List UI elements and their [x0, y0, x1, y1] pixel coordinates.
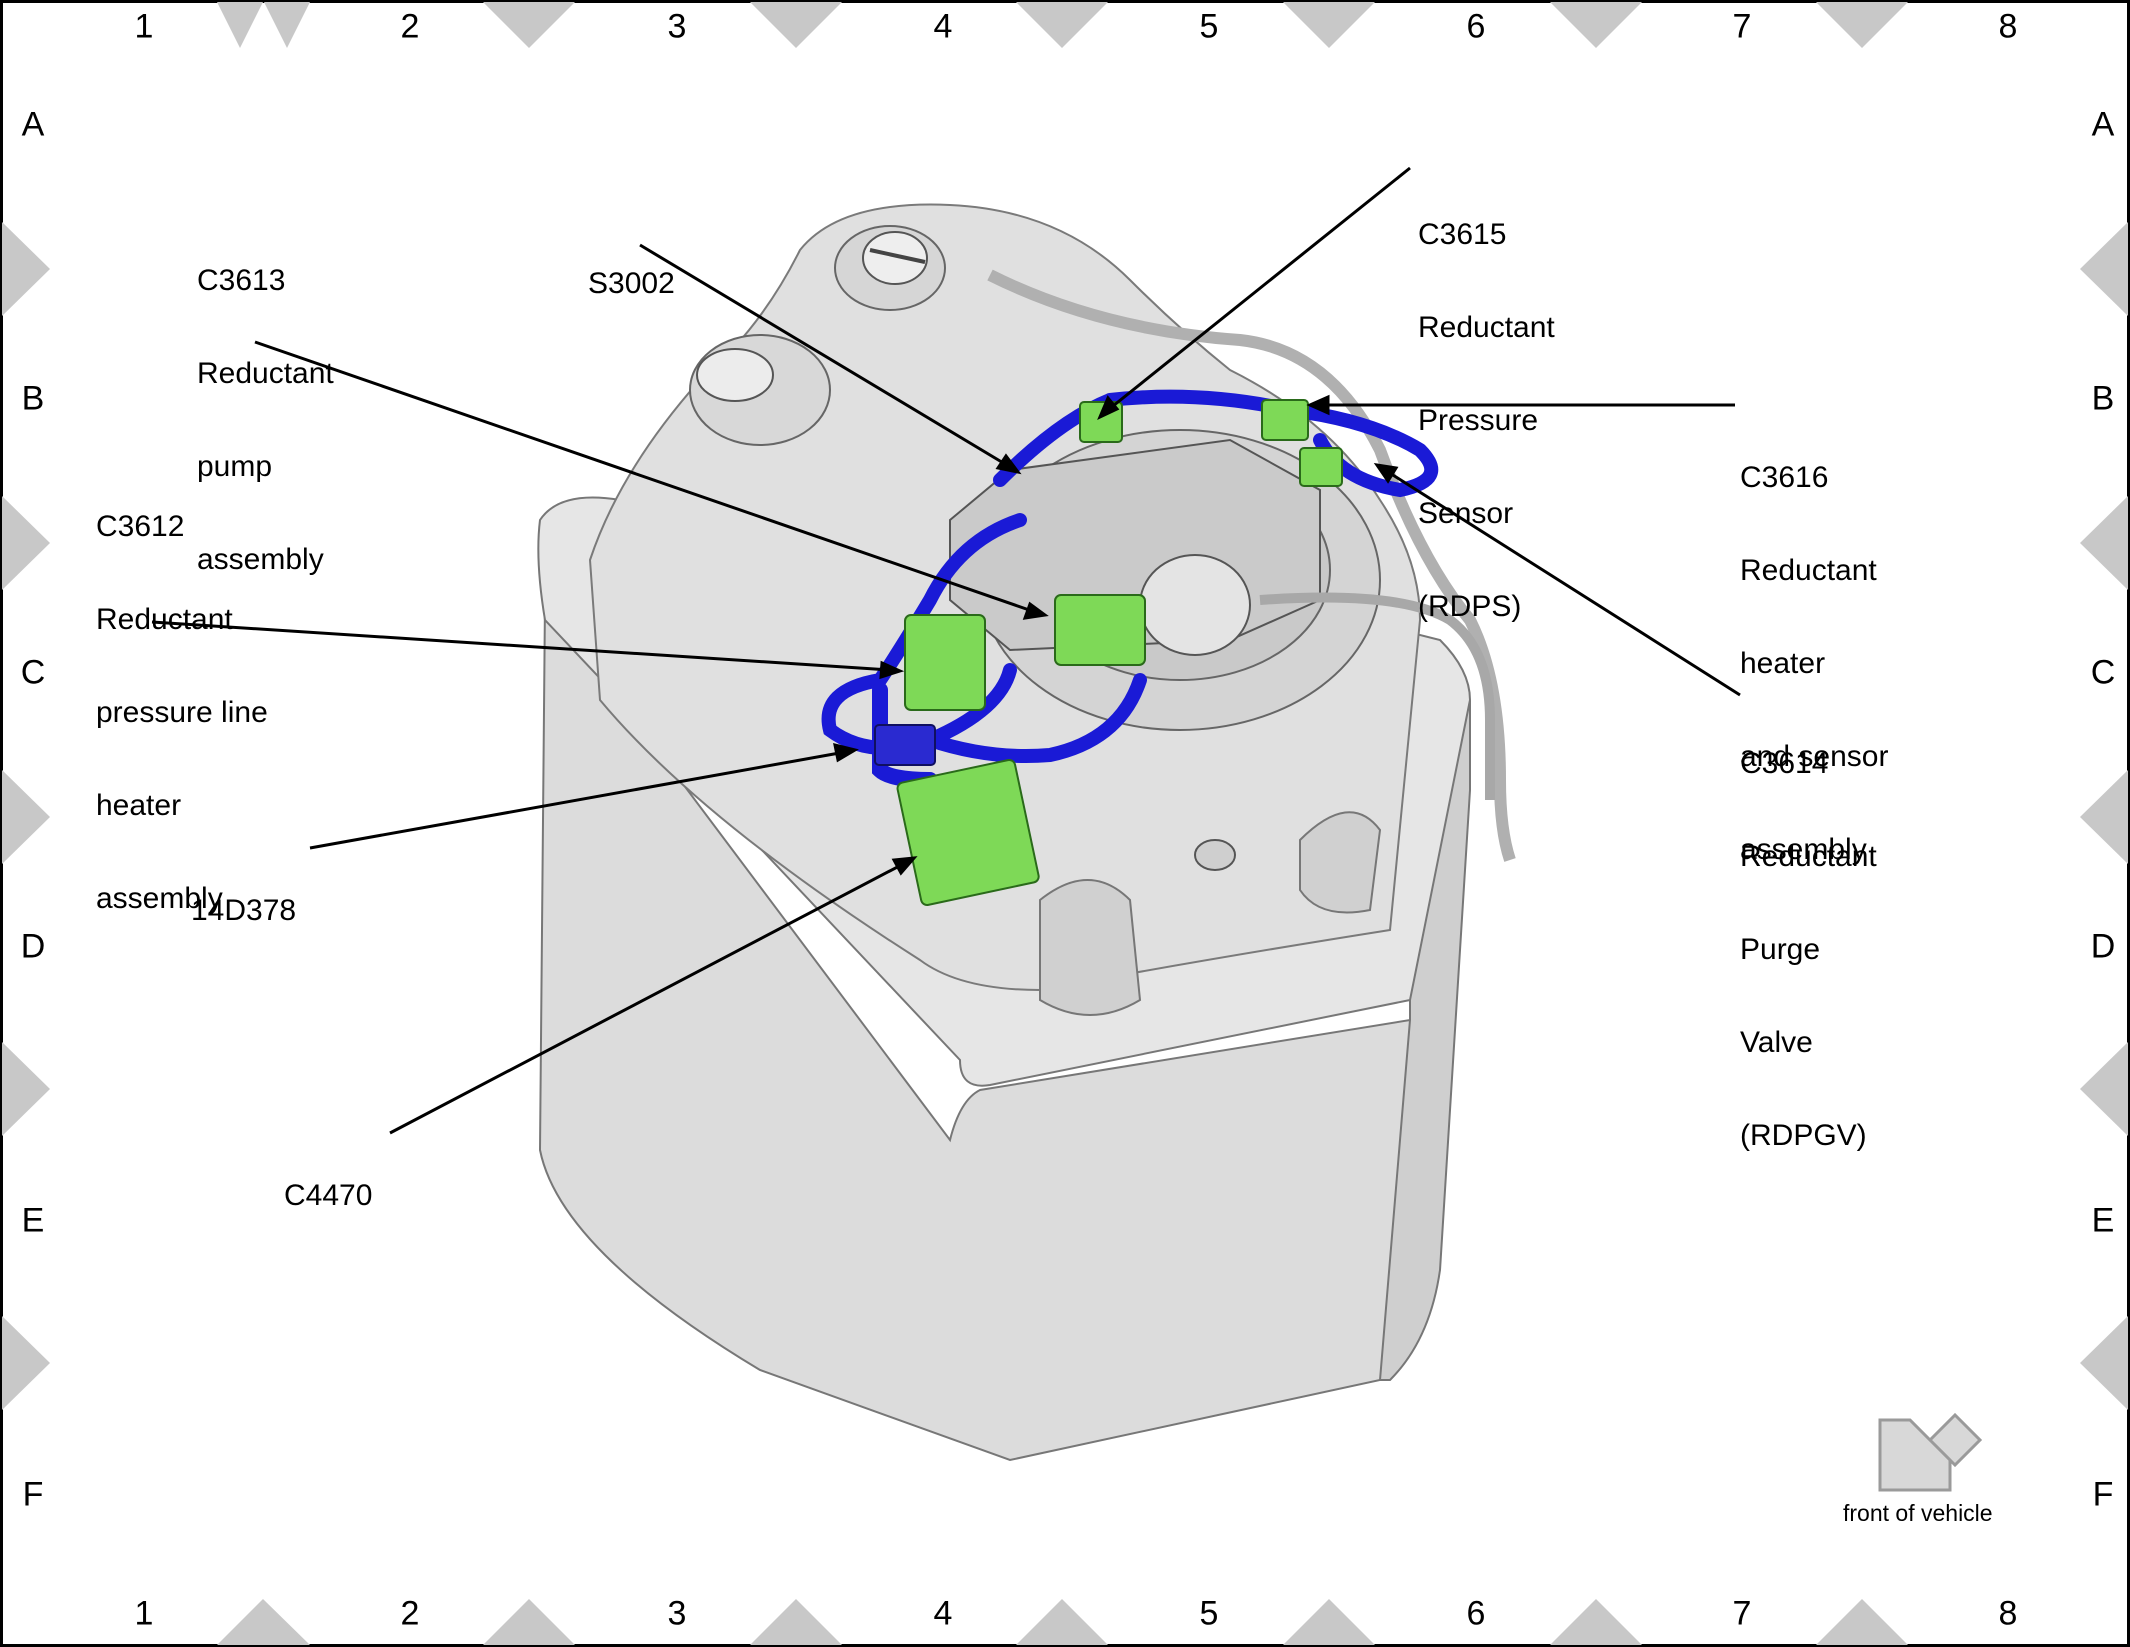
grid-col-7-bottom: 7: [1732, 1594, 1752, 1633]
callout-c3612-line-1: C3612: [96, 510, 185, 543]
grid-row-e-left: E: [21, 1201, 45, 1240]
callout-c3614-line-3: Purge: [1740, 933, 1821, 966]
grid-row-c-right: C: [2090, 653, 2116, 692]
wiring-harness: [821, 389, 1439, 763]
callout-c3613-line-4: assembly: [197, 543, 324, 576]
grid-col-1-bottom: 1: [134, 1594, 154, 1633]
grid-col-4-top: 4: [933, 7, 953, 46]
callout-c3612-line-5: assembly: [96, 882, 223, 915]
callout-c3613-line-1: C3613: [197, 264, 286, 297]
filler-cap-slot: [869, 248, 926, 264]
callout-s3002-line-1: S3002: [588, 267, 675, 300]
callout-14d378-line-1: 14D378: [191, 894, 297, 927]
grid-row-d-left: D: [20, 927, 46, 966]
filler-cap-top: [862, 231, 928, 285]
callout-c3614-line-4: Valve: [1740, 1026, 1813, 1059]
connector-c4470: [896, 758, 1040, 906]
grid-row-c-left: C: [20, 653, 46, 692]
grid-col-3-bottom: 3: [667, 1594, 687, 1633]
pressure-line: [1259, 592, 1495, 800]
grid-row-b-left: B: [21, 379, 45, 418]
callout-s3002: S3002: [588, 206, 675, 330]
callout-c3616-line-1: C3616: [1740, 461, 1829, 494]
grid-col-5-top: 5: [1199, 7, 1219, 46]
front-arrow-icon: [1878, 1412, 1983, 1492]
callout-c3613: C3613 Reductant pump assembly: [197, 203, 334, 606]
vent-cap: [696, 348, 774, 402]
grid-col-8-top: 8: [1998, 7, 2018, 46]
grid-row-d-right: D: [2090, 927, 2116, 966]
grid-col-1-top: 1: [134, 7, 154, 46]
callout-c3614-line-5: (RDPGV): [1740, 1119, 1867, 1152]
grid-col-2-bottom: 2: [400, 1594, 420, 1633]
connector-c3614: [1299, 447, 1343, 487]
recess-right: [1299, 811, 1382, 914]
recess-left: [1039, 879, 1142, 1016]
callout-c3616-line-3: heater: [1740, 647, 1826, 680]
grid-col-2-top: 2: [400, 7, 420, 46]
callout-c3613-line-3: pump: [197, 450, 273, 483]
callout-c3613-line-2: Reductant: [197, 357, 334, 390]
callout-c3615: C3615 Reductant Pressure Sensor (RDPS): [1418, 157, 1555, 653]
grid-row-a-right: A: [2091, 105, 2115, 144]
callout-c3615-line-4: Sensor: [1418, 497, 1514, 530]
callout-c3616-line-5: assembly: [1740, 833, 1867, 866]
grid-col-7-top: 7: [1732, 7, 1752, 46]
grid-row-e-right: E: [2091, 1201, 2115, 1240]
callout-c3615-line-5: (RDPS): [1418, 590, 1522, 623]
grid-row-f-right: F: [2092, 1475, 2114, 1514]
connector-c3612: [904, 614, 986, 711]
callout-c4470: C4470: [284, 1118, 372, 1242]
callout-c3612-line-4: heater: [96, 789, 182, 822]
callout-c3614: C3614 Reductant Purge Valve (RDPGV): [1740, 686, 1877, 1182]
callout-c4470-line-1: C4470: [284, 1179, 373, 1212]
grid-col-6-bottom: 6: [1466, 1594, 1486, 1633]
grid-row-f-left: F: [22, 1475, 44, 1514]
callout-c3615-line-2: Reductant: [1418, 311, 1555, 344]
connector-c3616: [1261, 399, 1309, 441]
front-of-vehicle-label: front of vehicle: [1843, 1500, 1993, 1526]
grid-col-4-bottom: 4: [933, 1594, 953, 1633]
callout-14d378: 14D378: [191, 833, 296, 957]
callout-c3614-line-1: C3614: [1740, 747, 1829, 780]
callout-c3616: C3616 Reductant heater and sensor assemb…: [1740, 400, 1888, 896]
grid-row-b-right: B: [2091, 379, 2115, 418]
pump-motor: [1139, 554, 1251, 656]
callout-c3612: C3612 Reductant pressure line heater ass…: [96, 449, 268, 945]
grid-col-3-top: 3: [667, 7, 687, 46]
callout-c3616-line-4: and sensor: [1740, 740, 1889, 773]
callout-c3612-line-2: Reductant: [96, 603, 233, 636]
grid-col-6-top: 6: [1466, 7, 1486, 46]
leader-lines: [151, 166, 1741, 1135]
grid-row-a-left: A: [21, 105, 45, 144]
callout-c3616-line-2: Reductant: [1740, 554, 1877, 587]
callout-c3615-line-3: Pressure: [1418, 404, 1539, 437]
connector-14d378: [874, 724, 936, 766]
tank-right-face: [1378, 699, 1471, 1381]
callout-c3614-line-2: Reductant: [1740, 840, 1877, 873]
drain-plug: [1194, 839, 1236, 871]
callout-c3612-line-3: pressure line: [96, 696, 268, 729]
connector-c3613: [1054, 594, 1146, 666]
reductant-tank-illustration: [537, 203, 1516, 1462]
callout-c3615-line-1: C3615: [1418, 218, 1507, 251]
grid-col-8-bottom: 8: [1998, 1594, 2018, 1633]
grid-col-5-bottom: 5: [1199, 1594, 1219, 1633]
